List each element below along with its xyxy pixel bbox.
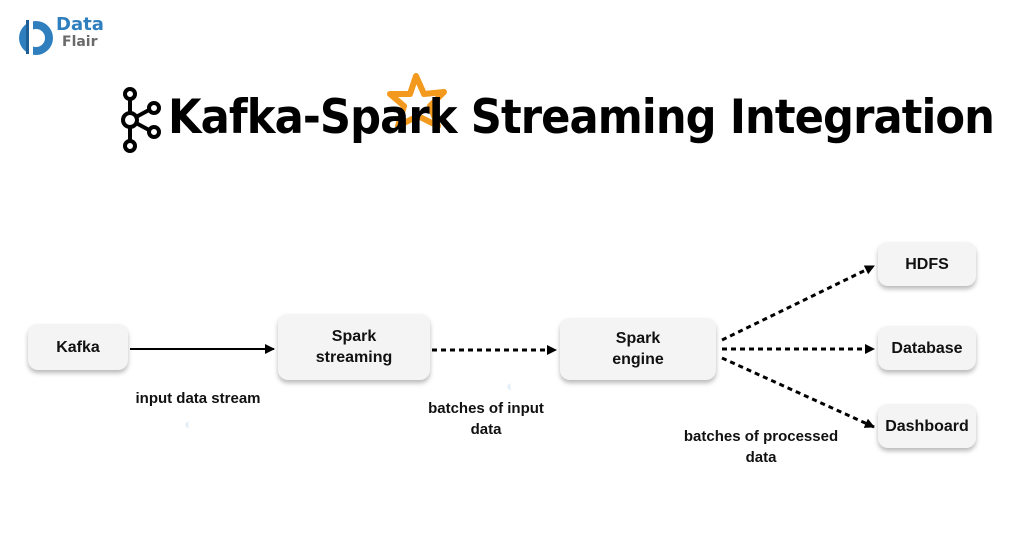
node-database: Database [878, 326, 976, 370]
edge-engine-to-hdfs [721, 264, 875, 342]
node-database-label: Database [891, 339, 963, 357]
logo-word-data: Data [56, 14, 104, 35]
node-dashboard-label: Dashboard [885, 417, 969, 435]
node-kafka: Kafka [28, 324, 128, 370]
edge-label-batches-input: batches of input data [428, 400, 544, 438]
spark-star-icon [387, 73, 447, 129]
node-spark-engine-label: Spark engine [612, 330, 664, 368]
logo-word-flair: Flair [62, 34, 98, 50]
edge-engine-to-dashboard [721, 356, 875, 429]
watermark: ◐ [506, 378, 516, 395]
page-title: Kafka-Spark Streaming Integration [168, 90, 995, 145]
node-spark-streaming: Spark streaming [278, 314, 430, 380]
node-spark-engine: Spark engine [560, 318, 716, 380]
node-hdfs-label: HDFS [905, 255, 949, 273]
edge-label-batches-processed: batches of processed data [683, 428, 839, 466]
node-spark-streaming-label: Spark streaming [315, 328, 393, 366]
node-hdfs: HDFS [878, 242, 976, 286]
edge-label-input-stream: input data stream [135, 390, 261, 407]
watermark: ◐ [184, 416, 194, 433]
dataflair-logo-icon [19, 18, 53, 56]
node-kafka-label: Kafka [56, 338, 100, 356]
title-banner: Kafka-Spark Streaming Integration [118, 73, 995, 160]
node-dashboard: Dashboard [878, 404, 976, 448]
kafka-icon [121, 87, 161, 153]
dataflair-logo: Data Flair [16, 14, 116, 60]
